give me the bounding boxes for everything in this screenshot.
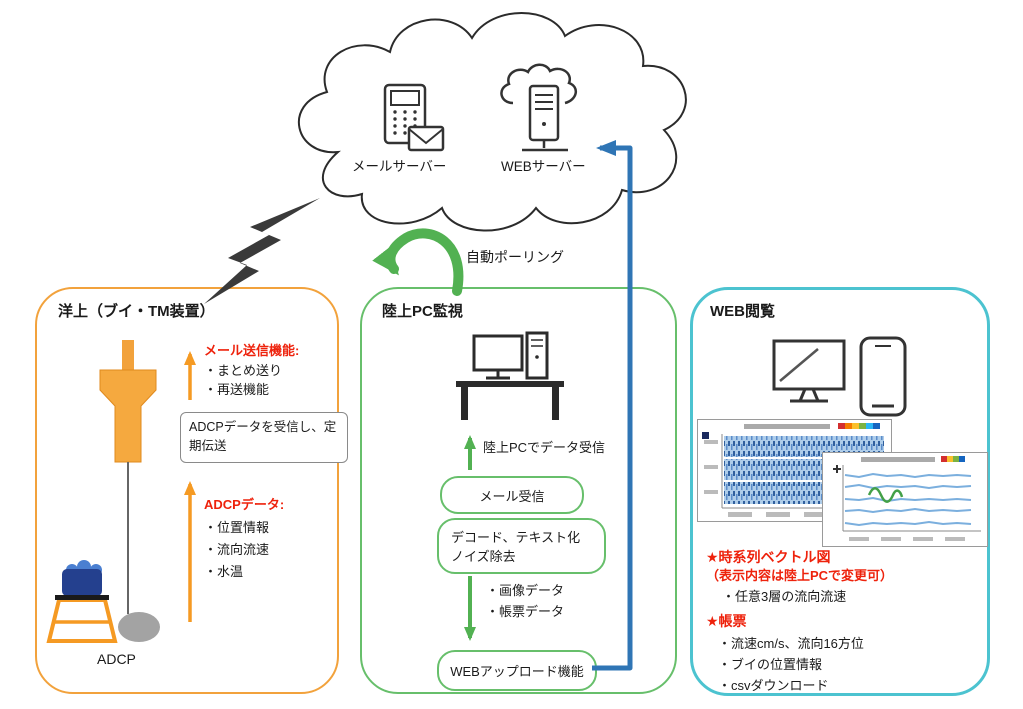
cloud-shape bbox=[297, 12, 687, 232]
land-title: 陸上PC監視 bbox=[382, 303, 463, 320]
colorbar-icon bbox=[838, 423, 880, 429]
adcp-data-item: ・流向流速 bbox=[204, 542, 270, 557]
colorbar-icon bbox=[941, 456, 965, 462]
vector-note: （表示内容は陸上PCで変更可） bbox=[706, 568, 894, 583]
step-decode-line1: デコード、テキスト化 bbox=[451, 530, 581, 545]
adcp-label: ADCP bbox=[97, 651, 136, 667]
receive-label: 陸上PCでデータ受信 bbox=[483, 440, 606, 455]
step-mail-label: メール受信 bbox=[479, 488, 545, 504]
report-item: ・流速cm/s、流向16方位 bbox=[718, 636, 864, 651]
adcp-data-heading: ADCPデータ: bbox=[204, 497, 285, 512]
adcp-data-item: ・位置情報 bbox=[204, 520, 270, 535]
timeseries-chart-2-plot bbox=[833, 456, 981, 541]
step-decode-box: デコード、テキスト化 ノイズ除去 bbox=[437, 518, 606, 574]
green-annotation bbox=[867, 487, 904, 503]
report-heading: ★帳票 bbox=[706, 613, 747, 629]
vector-heading: ★時系列ベクトル図 bbox=[706, 549, 831, 565]
polling-label: 自動ポーリング bbox=[466, 249, 564, 265]
step-upload-box: WEBアップロード機能 bbox=[437, 650, 597, 691]
step-upload-label: WEBアップロード機能 bbox=[450, 664, 584, 679]
offshore-title: 洋上（ブイ・TM装置） bbox=[58, 303, 215, 320]
step-mail-box: メール受信 bbox=[440, 476, 584, 514]
timeseries-chart-2 bbox=[822, 452, 988, 547]
web-server-label: WEBサーバー bbox=[501, 159, 586, 174]
adcp-relay-box: ADCPデータを受信し、定期伝送 bbox=[180, 412, 348, 463]
web-title: WEB閲覧 bbox=[710, 303, 775, 320]
envelope-icon bbox=[407, 125, 445, 152]
plus-marker-icon bbox=[833, 465, 841, 473]
mail-function-item: ・まとめ送り bbox=[204, 363, 283, 378]
report-item: ・csvダウンロード bbox=[718, 678, 829, 693]
mail-server-label: メールサーバー bbox=[352, 159, 447, 174]
data-item: ・帳票データ bbox=[486, 604, 565, 619]
polling-arrow bbox=[372, 228, 464, 296]
web-server-icon bbox=[500, 63, 577, 152]
mail-function-heading: メール送信機能: bbox=[204, 343, 300, 358]
mail-server-icon bbox=[383, 83, 445, 152]
adcp-data-item: ・水温 bbox=[204, 564, 244, 579]
data-item: ・画像データ bbox=[486, 583, 565, 598]
mail-function-item: ・再送機能 bbox=[204, 382, 270, 397]
vector-item: ・任意3層の流向流速 bbox=[722, 589, 847, 604]
report-item: ・ブイの位置情報 bbox=[718, 657, 823, 672]
step-decode-line2: ノイズ除去 bbox=[451, 549, 516, 564]
